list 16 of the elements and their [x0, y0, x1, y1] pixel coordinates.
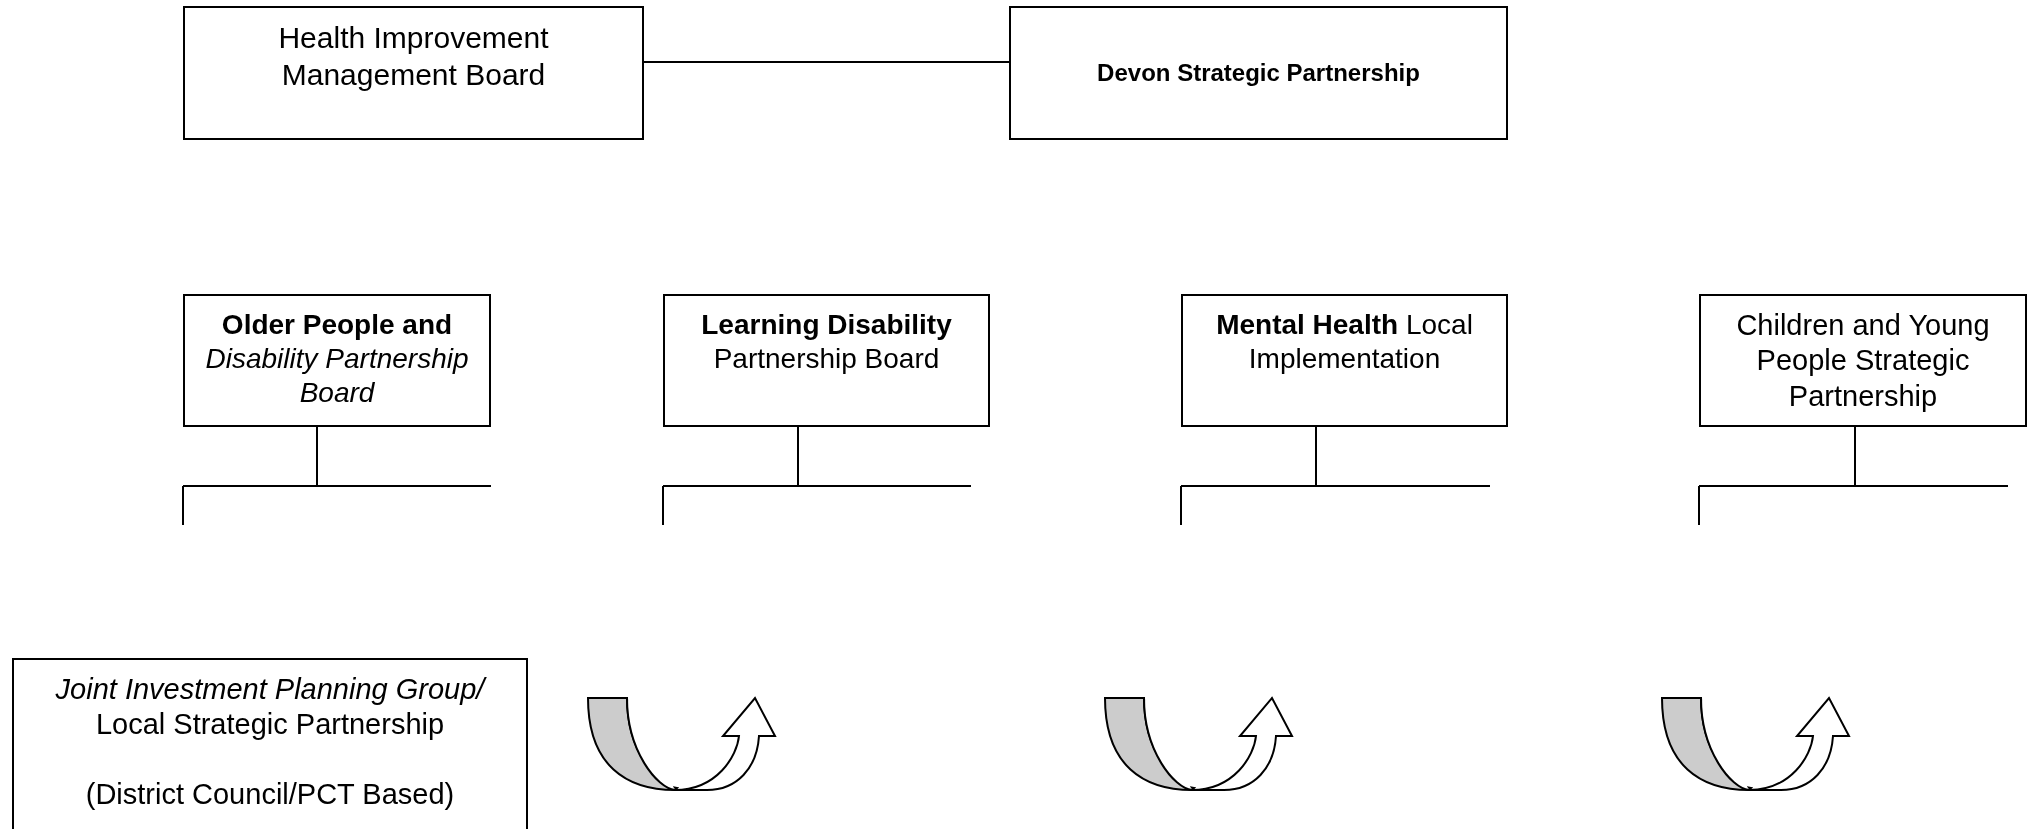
org-box	[183, 6, 644, 140]
org-box	[1009, 6, 1508, 140]
org-box	[663, 294, 990, 427]
box-label: (District Council/PCT Based)	[85, 776, 455, 812]
connector-line	[643, 61, 1010, 63]
org-box	[1181, 294, 1508, 427]
org-box	[183, 294, 491, 427]
box-label: Devon Strategic Partnership	[1097, 58, 1420, 88]
box-label: Mental Health Local Implementation	[1215, 308, 1474, 377]
box-label: Health Improvement Management Board	[277, 20, 550, 93]
box-label: Joint Investment Planning Group/ Local Strategic Partnership	[54, 672, 488, 743]
org-box	[1699, 294, 2027, 427]
box-label: Learning Disability Partnership Board	[700, 308, 953, 377]
box-label: Children and Young People Strategic Partnership	[1735, 308, 1991, 414]
org-box	[12, 658, 528, 829]
box-label: Older People and Disability Partnership Board	[204, 308, 470, 411]
